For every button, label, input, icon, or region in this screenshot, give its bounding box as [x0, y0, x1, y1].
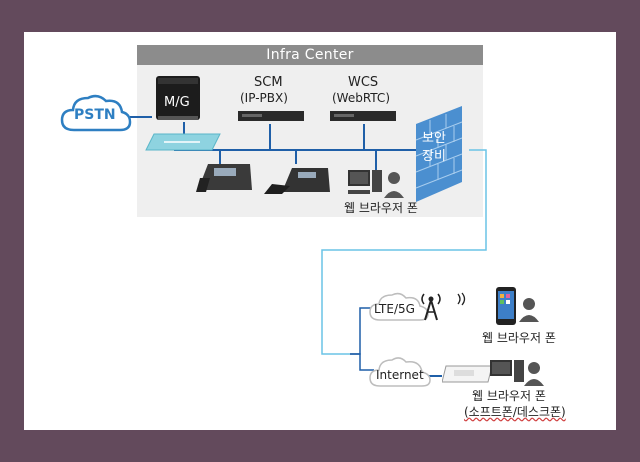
lte-label: LTE/5G: [374, 302, 415, 316]
firewall-label-2: 장비: [422, 149, 446, 164]
media-gateway-icon: [156, 76, 200, 120]
internet-label: Internet: [376, 368, 424, 382]
headset-user-icon: [519, 298, 539, 322]
desktop-user-label-2: (소프트폰/데스크폰): [464, 405, 566, 419]
wcs-sub: (WebRTC): [332, 91, 390, 105]
scm-server-icon: [238, 111, 304, 121]
web-browser-phone-pc-label: 웹 브라우저 폰: [344, 201, 418, 215]
link-firewall-out: [321, 149, 487, 355]
mg-label: M/G: [164, 95, 190, 110]
scm-name: SCM: [254, 75, 283, 90]
desk-phone-icon: [264, 168, 330, 194]
network-switch-icon: [145, 133, 221, 151]
pc-user-icon: [490, 360, 544, 386]
internet-cloud-icon: [369, 357, 431, 387]
lte-cloud-icon: [369, 292, 429, 321]
router-device-icon: [442, 365, 493, 383]
pc-user-icon: [348, 170, 404, 198]
desktop-user-label-1: 웹 브라우저 폰: [472, 389, 546, 403]
link-branch-internet: [350, 353, 374, 371]
firewall-icon: [415, 106, 463, 202]
pstn-label: PSTN: [74, 107, 116, 123]
diagram-canvas: Infra Center PSTN M/G: [24, 32, 616, 430]
firewall-label-1: 보안: [422, 131, 446, 146]
wcs-server-icon: [330, 111, 396, 121]
pstn-cloud-icon: [60, 94, 132, 132]
scm-sub: (IP-PBX): [240, 91, 288, 105]
desk-phone-icon: [196, 164, 252, 192]
smartphone-icon: [496, 287, 516, 325]
mobile-user-label: 웹 브라우저 폰: [482, 331, 556, 345]
antenna-icon: [421, 293, 441, 321]
wcs-name: WCS: [348, 75, 379, 90]
wireless-signal-icon: [457, 292, 466, 306]
infra-center-title: Infra Center: [137, 45, 483, 65]
